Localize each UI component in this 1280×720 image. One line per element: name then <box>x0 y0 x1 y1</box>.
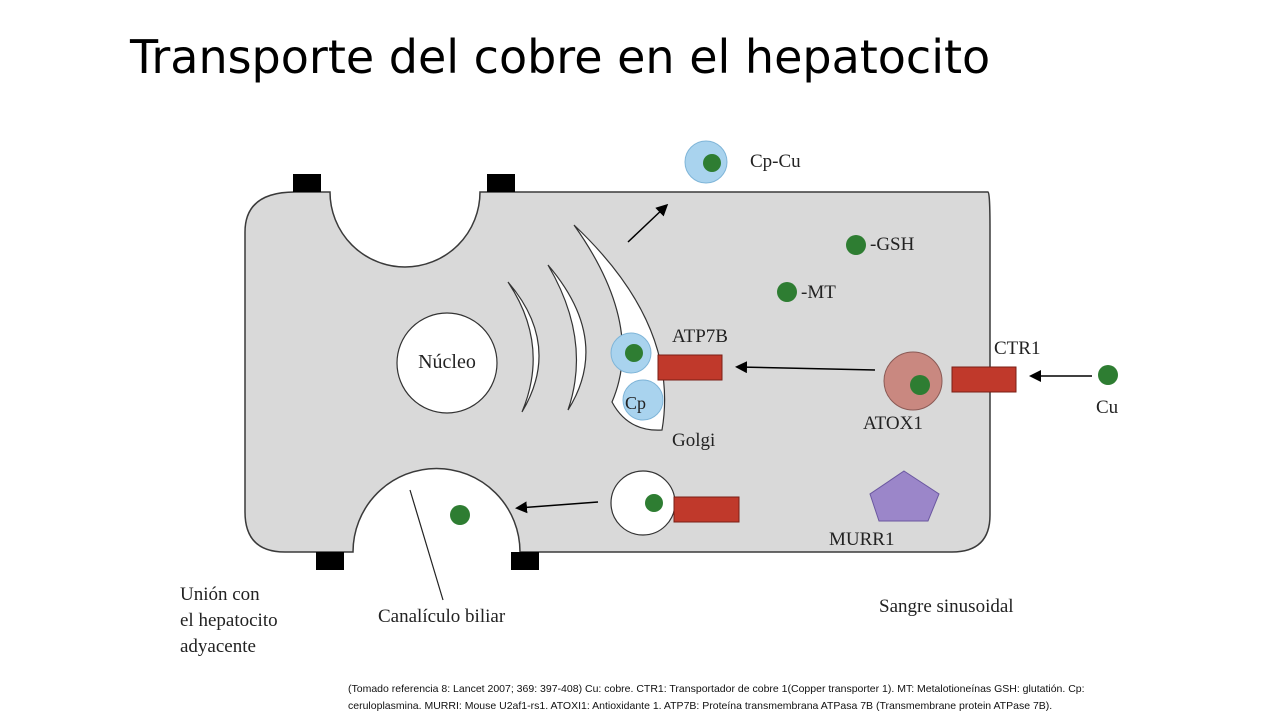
caption-line: (Tomado referencia 8: Lancet 2007; 369: … <box>348 683 1085 695</box>
export-arrow <box>627 203 669 243</box>
biliary-excretion-arrow <box>515 501 599 514</box>
ceruloplasmin-vesicle <box>622 379 664 421</box>
hepatocyte-cell <box>244 191 991 553</box>
union-label-line2: el hepatocito <box>180 610 278 631</box>
canaliculus-label: Canalículo biliar <box>378 606 506 627</box>
nucleus <box>396 312 498 414</box>
ctr1-label: CTR1 <box>994 338 1040 359</box>
cu-label: Cu <box>1096 397 1119 418</box>
tight-junction <box>316 552 344 570</box>
figure-caption: (Tomado referencia 8: Lancet 2007; 369: … <box>348 681 1268 715</box>
copper-atom <box>450 505 470 525</box>
sinusoid-label: Sangre sinusoidal <box>879 596 1014 617</box>
atp7b-transporter <box>673 496 740 523</box>
copper-atom <box>777 282 797 302</box>
cp-cu-label: Cp-Cu <box>750 151 801 172</box>
golgi-label: Golgi <box>672 430 715 451</box>
union-label-line1: Unión con <box>180 584 260 605</box>
caption-line: ceruloplasmina. MURRI: Mouse U2af1-rs1. … <box>348 700 1053 712</box>
golgi-cisterna <box>573 224 666 431</box>
copper-atom <box>910 375 930 395</box>
murr1-label: MURR1 <box>829 529 894 550</box>
murr1-protein <box>869 470 940 522</box>
nucleus-label: Núcleo <box>418 351 476 373</box>
excretion-vesicle <box>610 470 676 536</box>
atox1-to-atp7b-arrow <box>735 361 876 374</box>
ctr1-transporter <box>951 366 1017 393</box>
copper-atom <box>846 235 866 255</box>
copper-atom <box>625 344 643 362</box>
cp-label: Cp <box>625 393 646 413</box>
atox1-label: ATOX1 <box>863 413 923 434</box>
tight-junction <box>487 174 515 192</box>
golgi-cisterna <box>507 281 540 413</box>
atp7b-transporter <box>657 354 723 381</box>
union-label-line3: adyacente <box>180 636 256 657</box>
tight-junction <box>511 552 539 570</box>
tight-junction <box>293 174 321 192</box>
slide-title: Transporte del cobre en el hepatocito <box>130 30 991 84</box>
atp7b-label: ATP7B <box>672 326 728 347</box>
mt-label: -MT <box>801 282 836 303</box>
canaliculus-pointer <box>409 489 444 601</box>
copper-atom <box>703 154 721 172</box>
copper-atom <box>1098 365 1118 385</box>
golgi-cisterna <box>547 264 587 411</box>
copper-atom <box>645 494 663 512</box>
gsh-label: -GSH <box>870 234 915 255</box>
